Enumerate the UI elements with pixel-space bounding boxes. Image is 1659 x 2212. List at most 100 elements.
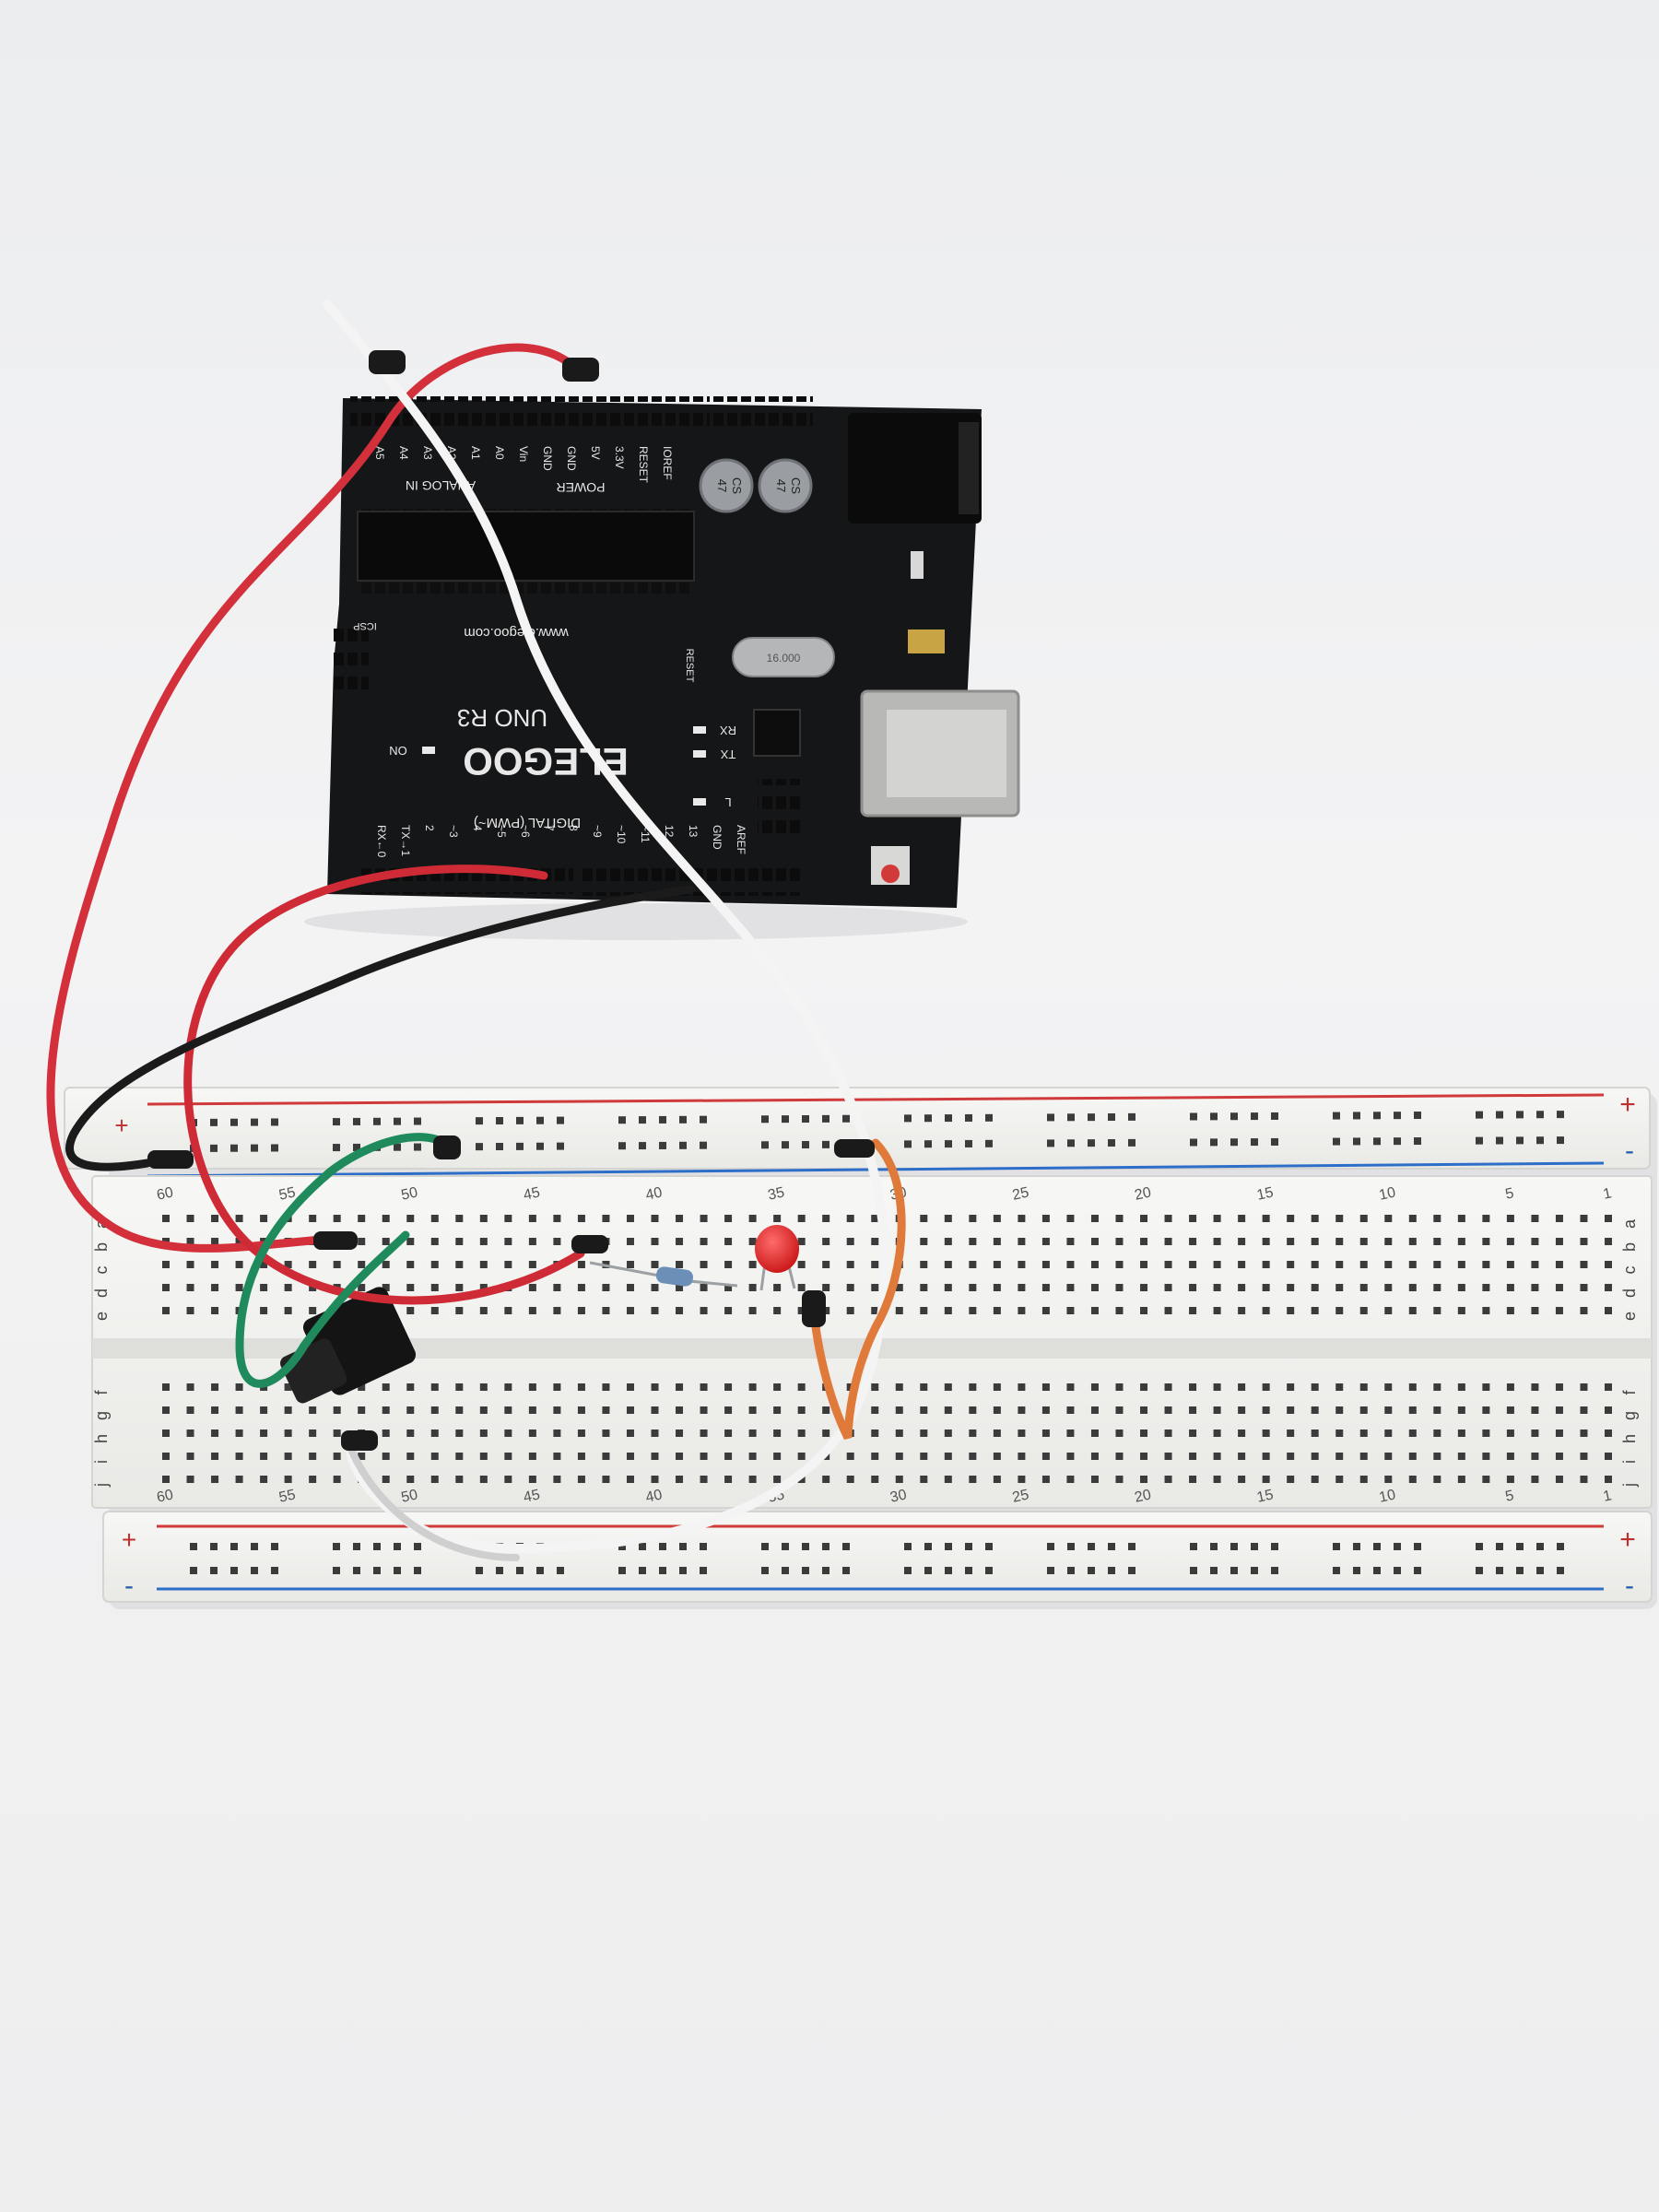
terminal-hole[interactable] [211,1215,219,1222]
terminal-hole[interactable] [1359,1430,1368,1437]
terminal-hole[interactable] [871,1307,879,1314]
terminal-hole[interactable] [1262,1476,1270,1483]
terminal-hole[interactable] [358,1284,366,1291]
rail-hole[interactable] [251,1543,258,1550]
terminal-hole[interactable] [1041,1307,1050,1314]
rail-hole[interactable] [271,1567,278,1574]
terminal-hole[interactable] [382,1238,390,1245]
terminal-hole[interactable] [406,1430,415,1437]
terminal-holes-top[interactable] [162,1215,1612,1314]
terminal-hole[interactable] [1555,1430,1563,1437]
rail-hole[interactable] [1333,1567,1340,1574]
terminal-hole[interactable] [406,1215,415,1222]
terminal-hole[interactable] [1359,1284,1368,1291]
terminal-hole[interactable] [969,1453,977,1460]
green-wire[interactable] [235,1133,456,1388]
rail-hole[interactable] [414,1567,421,1574]
terminal-hole[interactable] [211,1430,219,1437]
terminal-hole[interactable] [455,1406,464,1414]
terminal-hole[interactable] [1580,1453,1588,1460]
terminal-hole[interactable] [1018,1261,1026,1268]
terminal-hole[interactable] [1408,1261,1417,1268]
terminal-hole[interactable] [676,1238,684,1245]
terminal-hole[interactable] [871,1430,879,1437]
terminal-hole[interactable] [1482,1476,1490,1483]
terminal-hole[interactable] [748,1284,757,1291]
terminal-hole[interactable] [504,1307,512,1314]
terminal-hole[interactable] [626,1284,634,1291]
terminal-hole[interactable] [211,1406,219,1414]
terminal-hole[interactable] [1555,1453,1563,1460]
terminal-hole[interactable] [1066,1430,1075,1437]
rail-hole[interactable] [251,1144,258,1152]
rail-hole[interactable] [1333,1112,1340,1120]
rail-hole[interactable] [1271,1112,1278,1120]
terminal-hole[interactable] [1555,1406,1563,1414]
rail-hole[interactable] [1333,1137,1340,1146]
terminal-hole[interactable] [235,1215,243,1222]
terminal-hole[interactable] [211,1284,219,1291]
rail-hole[interactable] [822,1543,830,1550]
terminal-hole[interactable] [455,1261,464,1268]
terminal-hole[interactable] [1213,1453,1221,1460]
terminal-hole[interactable] [1238,1284,1246,1291]
terminal-hole[interactable] [969,1261,977,1268]
terminal-hole[interactable] [309,1430,317,1437]
rail-hole[interactable] [1373,1137,1381,1146]
rail-hole[interactable] [659,1115,666,1124]
rail-hole[interactable] [190,1567,197,1574]
rail-hole[interactable] [333,1144,340,1152]
terminal-hole[interactable] [260,1476,268,1483]
terminal-hole[interactable] [1531,1453,1539,1460]
terminal-hole[interactable] [724,1307,733,1314]
terminal-hole[interactable] [1335,1307,1344,1314]
rail-hole[interactable] [1414,1567,1421,1574]
rail-hole[interactable] [1210,1567,1218,1574]
terminal-hole[interactable] [1041,1284,1050,1291]
terminal-hole[interactable] [676,1307,684,1314]
terminal-hole[interactable] [528,1261,536,1268]
rail-hole[interactable] [1251,1567,1258,1574]
terminal-hole[interactable] [1140,1307,1148,1314]
rail-hole[interactable] [333,1543,340,1550]
terminal-hole[interactable] [235,1430,243,1437]
terminal-hole[interactable] [1041,1383,1050,1391]
terminal-hole[interactable] [1018,1284,1026,1291]
terminal-hole[interactable] [748,1383,757,1391]
terminal-hole[interactable] [846,1215,854,1222]
terminal-hole[interactable] [1335,1476,1344,1483]
terminal-hole[interactable] [846,1238,854,1245]
terminal-hole[interactable] [1164,1215,1172,1222]
rail-hole[interactable] [679,1141,687,1149]
terminal-hole[interactable] [1311,1453,1319,1460]
terminal-hole[interactable] [724,1238,733,1245]
red-led[interactable] [755,1225,799,1291]
terminal-hole[interactable] [602,1383,610,1391]
rail-hole[interactable] [210,1118,218,1126]
terminal-hole[interactable] [382,1284,390,1291]
terminal-hole[interactable] [1018,1215,1026,1222]
terminal-hole[interactable] [993,1307,1001,1314]
rail-hole[interactable] [1190,1112,1197,1121]
terminal-hole[interactable] [186,1453,194,1460]
resistor[interactable] [589,1261,738,1288]
terminal-hole[interactable] [944,1453,952,1460]
terminal-hole[interactable] [577,1215,585,1222]
terminal-hole[interactable] [1213,1284,1221,1291]
rail-hole[interactable] [1516,1567,1524,1574]
power-jack[interactable] [848,413,982,524]
terminal-hole[interactable] [724,1383,733,1391]
rail-hole[interactable] [251,1567,258,1574]
terminal-hole[interactable] [871,1453,879,1460]
terminal-hole[interactable] [1335,1238,1344,1245]
terminal-hole[interactable] [1359,1238,1368,1245]
terminal-hole[interactable] [406,1406,415,1414]
rail-hole[interactable] [924,1140,932,1148]
terminal-hole[interactable] [479,1453,488,1460]
terminal-hole[interactable] [1384,1261,1393,1268]
rail-hole[interactable] [945,1543,952,1550]
terminal-hole[interactable] [1115,1430,1124,1437]
terminal-hole[interactable] [846,1261,854,1268]
terminal-hole[interactable] [871,1261,879,1268]
rail-hole[interactable] [842,1114,850,1123]
